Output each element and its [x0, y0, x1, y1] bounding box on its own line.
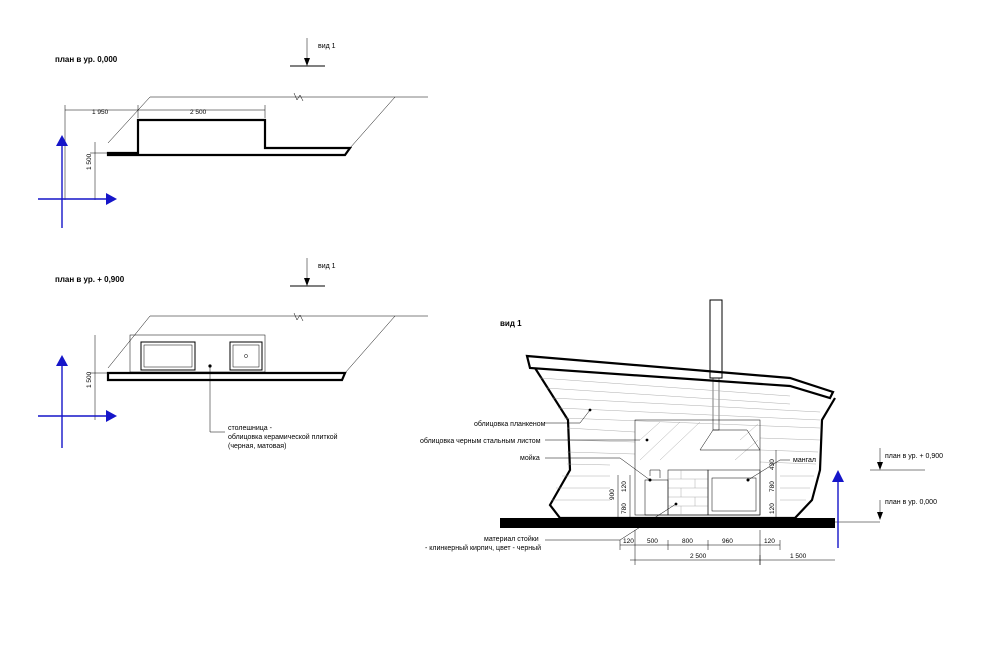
grill-opening	[140, 341, 196, 371]
view-marker-2: вид 1	[290, 258, 336, 287]
level-markers: план в ур. + 0,900 план в ур. 0,000	[870, 448, 943, 520]
dim-v-120-right: 120	[769, 503, 776, 514]
label-material-2: - клинкерный кирпич, цвет - черный	[425, 544, 541, 552]
axis-arrows	[38, 135, 117, 228]
label-sink: мойка	[520, 454, 540, 462]
dim-v-780: 780	[621, 503, 628, 514]
dim-side-1500: 1 500	[86, 153, 93, 170]
grill-body	[707, 469, 761, 516]
plan-level-0: план в ур. 0,000 вид 1 1 950 2 500 1 500	[38, 38, 428, 228]
label-material-1: материал стойки	[484, 535, 539, 543]
plan-900-title: план в ур. + 0,900	[55, 275, 125, 284]
break-symbol	[293, 92, 304, 102]
brick-base	[667, 469, 709, 516]
ground-slab	[500, 518, 835, 528]
label-grill: мангал	[793, 457, 816, 464]
counter-outline	[106, 118, 353, 157]
dim-800: 800	[682, 538, 693, 545]
counter-top	[129, 334, 266, 373]
roof	[525, 354, 835, 400]
axis-arrows	[38, 355, 117, 448]
dim-960: 960	[722, 538, 733, 545]
axis-arrow-view	[832, 470, 844, 548]
dim-side-1500: 1 500	[86, 371, 93, 388]
sink-tap	[649, 469, 661, 478]
countertop-note-3: (черная, матовая)	[228, 443, 286, 450]
dim-total-2500: 2 500	[690, 553, 707, 560]
dimensions-vertical-left: 900 780 120	[609, 475, 631, 518]
view-marker-1: вид 1	[290, 38, 336, 67]
label-leaders	[545, 408, 790, 541]
dim-500: 500	[647, 538, 658, 545]
view-1-title: вид 1	[500, 319, 522, 328]
level-high: план в ур. + 0,900	[885, 453, 943, 460]
dim-120-left: 120	[623, 538, 634, 545]
view-1-elevation: вид 1	[420, 299, 943, 565]
sink-bowl	[229, 341, 263, 371]
plank-cladding	[539, 377, 821, 501]
brick-pattern	[668, 470, 708, 515]
countertop-note-2: облицовка керамической плиткой	[228, 433, 338, 441]
dim-2500: 2 500	[190, 109, 207, 116]
dimensions-bottom: 120 500 800 960 120 2 500 1 500	[619, 530, 835, 565]
plan-level-900: план в ур. + 0,900 вид 1 1 500 столешниц…	[38, 258, 428, 450]
dim-v-430: 430	[769, 459, 776, 470]
dim-v-120: 120	[621, 481, 628, 492]
level-low: план в ур. 0,000	[885, 499, 937, 506]
dim-v-900: 900	[609, 489, 616, 500]
sink-drain	[244, 354, 248, 358]
dim-1950: 1 950	[92, 109, 109, 116]
chimney	[709, 299, 723, 379]
plan-0-title: план в ур. 0,000	[55, 55, 118, 64]
countertop-note-1: столешница -	[228, 425, 273, 432]
label-plank: облицовка планкеном	[474, 420, 546, 428]
dim-v-780-right: 780	[769, 481, 776, 492]
hood	[699, 429, 761, 451]
dimensions-vertical-right: 430 780 120	[769, 450, 777, 518]
break-symbol	[293, 312, 304, 322]
label-steel: облицовка черным стальным листом	[420, 437, 541, 445]
structure-body	[534, 367, 836, 520]
dim-right-1500: 1 500	[790, 553, 807, 560]
steel-panel-hatch	[639, 421, 759, 461]
dim-120-right: 120	[764, 538, 775, 545]
counter-edge	[106, 371, 347, 382]
view-marker-label: вид 1	[318, 263, 336, 270]
view-marker-label: вид 1	[318, 43, 336, 50]
steel-panel	[634, 419, 761, 516]
sink-cabinet	[644, 479, 669, 516]
